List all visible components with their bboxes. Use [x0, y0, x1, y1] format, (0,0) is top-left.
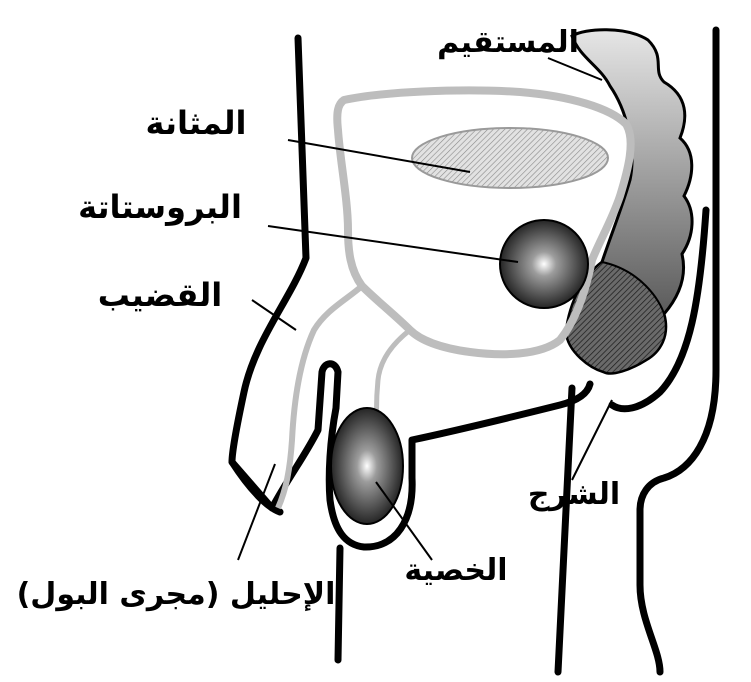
- label-prostate: البروستاتة: [78, 188, 242, 226]
- label-rectum: المستقيم: [437, 25, 579, 60]
- bladder: [412, 128, 608, 188]
- label-bladder: المثانة: [146, 104, 247, 142]
- label-anus: الشرج: [528, 477, 620, 512]
- label-penis: القضيب: [98, 276, 222, 314]
- testis: [331, 408, 403, 524]
- label-testis: الخصية: [404, 553, 507, 588]
- rectum: [566, 30, 692, 374]
- label-urethra: الإحليل (مجرى البول): [17, 577, 336, 612]
- prostate: [500, 220, 588, 308]
